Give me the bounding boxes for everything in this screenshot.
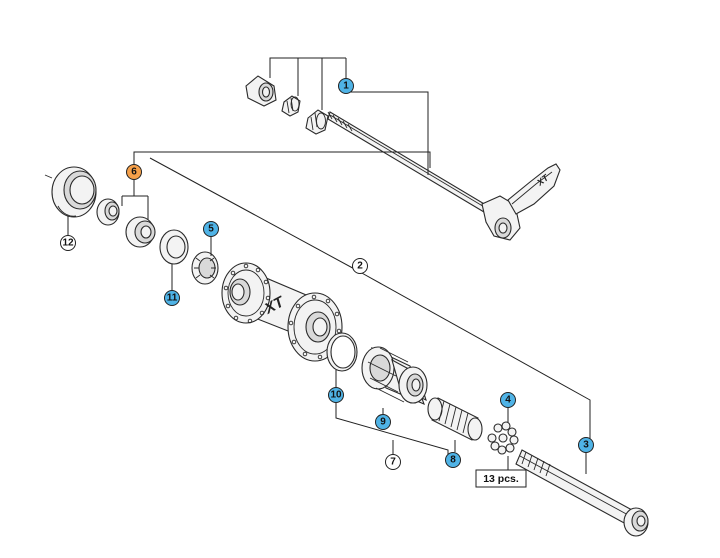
dust-cap <box>44 166 97 218</box>
callout-2: 2 <box>352 258 368 274</box>
ball-bearings <box>487 421 519 455</box>
callout-8: 8 <box>445 452 461 468</box>
callout-9-label: 9 <box>380 417 386 428</box>
o-ring <box>326 332 358 372</box>
callout-12-label: 12 <box>62 238 74 249</box>
skewer-spring-2 <box>305 109 329 135</box>
callout-1: 1 <box>338 78 354 94</box>
callout-5: 5 <box>203 221 219 237</box>
quantity-label: 13 pcs. <box>483 473 519 485</box>
callout-12: 12 <box>60 235 76 251</box>
hub-shell: XT <box>221 262 343 362</box>
skewer-lever: XT <box>481 163 561 241</box>
quantity-box: 13 pcs. <box>475 469 527 488</box>
quick-release-skewer: XT <box>245 75 561 241</box>
callout-8-label: 8 <box>450 455 456 466</box>
callout-9: 9 <box>375 414 391 430</box>
freehub-body <box>361 346 428 405</box>
callout-11: 11 <box>164 290 180 306</box>
callout-1-label: 1 <box>343 81 349 92</box>
callout-5-label: 5 <box>208 224 214 235</box>
hub-axle <box>515 449 649 537</box>
skewer-nut <box>245 75 277 107</box>
callout-10-label: 10 <box>330 390 342 401</box>
callout-10: 10 <box>328 387 344 403</box>
callout-6: 6 <box>126 164 142 180</box>
skewer-spring-1 <box>281 95 301 117</box>
callout-4: 4 <box>500 392 516 408</box>
callout-3-label: 3 <box>583 440 589 451</box>
callout-6-label: 6 <box>131 167 137 178</box>
cone-spacer <box>125 216 156 248</box>
callout-11-label: 11 <box>167 293 178 304</box>
freehub-spacer <box>427 397 483 441</box>
lock-nut <box>96 198 120 226</box>
callout-4-label: 4 <box>505 395 511 406</box>
callout-7: 7 <box>385 454 401 470</box>
callout-2-label: 2 <box>357 261 363 272</box>
rotor-lockring <box>191 251 219 285</box>
washer <box>159 229 189 265</box>
callout-7-label: 7 <box>390 457 396 468</box>
callout-3: 3 <box>578 437 594 453</box>
leader-lines <box>67 57 591 474</box>
